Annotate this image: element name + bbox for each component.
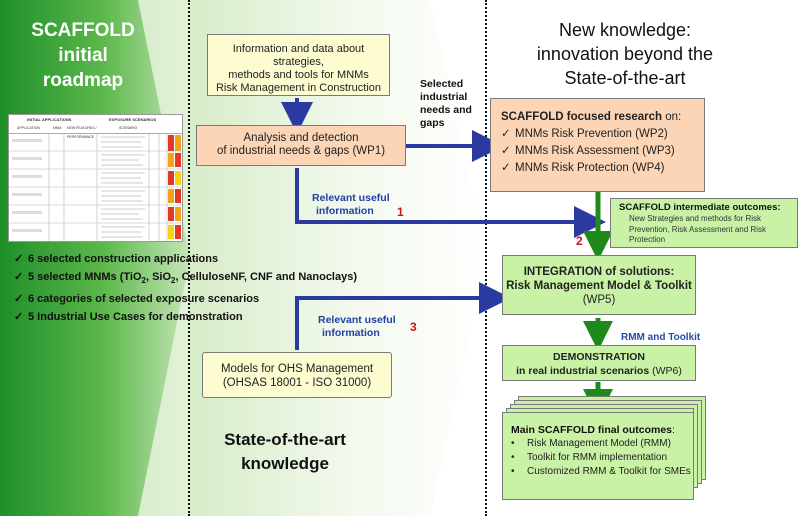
- check-icon: ✓: [14, 271, 24, 283]
- intermediate-outcomes-title: SCAFFOLD intermediate outcomes:: [619, 202, 781, 213]
- checklist-item: ✓6 categories of selected exposure scena…: [14, 290, 414, 308]
- rmm-toolkit-label: RMM and Toolkit: [621, 332, 701, 343]
- middle-chevron: [430, 0, 487, 516]
- number-badge-1: 1: [397, 205, 404, 219]
- check-icon: ✓: [501, 145, 511, 157]
- integration-wp5-box: INTEGRATION of solutions: Risk Managemen…: [502, 255, 696, 315]
- table-group-header-right: EXPOSURE SCENARIOS: [109, 117, 157, 122]
- final-outcomes-title: Main SCAFFOLD final outcomes: [511, 424, 673, 436]
- arrow-analysis-to-integration: [295, 168, 606, 238]
- demonstration-wp6-box: DEMONSTRATION in real industrial scenari…: [502, 345, 696, 381]
- number-badge-3: 3: [410, 320, 417, 334]
- focused-research-item: ✓MNMs Risk Assessment (WP3): [501, 143, 704, 160]
- roadmap-table: INITIAL APPLICATIONS EXPOSURE SCENARIOS …: [8, 114, 183, 242]
- number-badge-2: 2: [576, 234, 583, 248]
- focused-research-item: ✓MNMs Risk Prevention (WP2): [501, 126, 704, 143]
- relevant-info-label-1: Relevant useful information: [312, 192, 390, 217]
- focused-research-title: SCAFFOLD focused research: [501, 111, 663, 123]
- left-divider: [188, 0, 190, 516]
- focused-research-box: SCAFFOLD focused research on: ✓MNMs Risk…: [490, 98, 705, 192]
- checklist-item: ✓6 selected construction applications: [14, 250, 414, 268]
- roadmap-checklist: ✓6 selected construction applications ✓5…: [14, 250, 414, 326]
- table-col-application: APPLICATION: [17, 126, 40, 130]
- new-knowledge-title: New knowledge: innovation beyond the Sta…: [536, 20, 714, 88]
- final-outcome-item: •Customized RMM & Toolkit for SMEs: [511, 466, 691, 477]
- final-outcome-item: •Risk Management Model (RMM): [511, 438, 671, 449]
- arrow-models-to-integration: [295, 282, 511, 350]
- table-col-functionality: NEW FEATURES / PERFORMANCE: [67, 126, 97, 139]
- info-data-box: Information and data about strategies, m…: [207, 34, 390, 96]
- check-icon: ✓: [14, 311, 24, 324]
- state-of-the-art-title: State-of-the-art knowledge: [224, 430, 346, 473]
- relevant-info-label-3: Relevant useful information: [318, 314, 396, 339]
- check-icon: ✓: [501, 162, 511, 174]
- check-icon: ✓: [14, 253, 24, 265]
- intermediate-outcomes-box: SCAFFOLD intermediate outcomes: New Stra…: [610, 198, 798, 248]
- left-title: SCAFFOLD initial roadmap: [31, 20, 135, 91]
- focused-research-item: ✓MNMs Risk Protection (WP4): [501, 160, 704, 177]
- table-grid: [9, 133, 182, 241]
- table-group-header-left: INITIAL APPLICATIONS: [27, 117, 72, 122]
- table-col-mnm: MNM: [53, 126, 62, 130]
- analysis-wp1-box: Analysis and detection of industrial nee…: [196, 125, 406, 166]
- checklist-item: ✓5 Industrial Use Cases for demonstratio…: [14, 308, 414, 326]
- selected-needs-label: Selected industrial needs and gaps: [420, 78, 472, 129]
- final-outcome-item: •Toolkit for RMM implementation: [511, 452, 668, 463]
- check-icon: ✓: [14, 293, 24, 306]
- checklist-item: ✓5 selected MNMs (TiO2, SiO2, CelluloseN…: [14, 268, 414, 290]
- check-icon: ✓: [501, 128, 511, 140]
- table-col-scenario: SCENARIO: [119, 126, 138, 130]
- ohs-models-box: Models for OHS Management (OHSAS 18001 -…: [202, 352, 392, 398]
- final-outcomes-box: Main SCAFFOLD final outcomes: •Risk Mana…: [502, 412, 694, 500]
- right-divider: [485, 0, 487, 516]
